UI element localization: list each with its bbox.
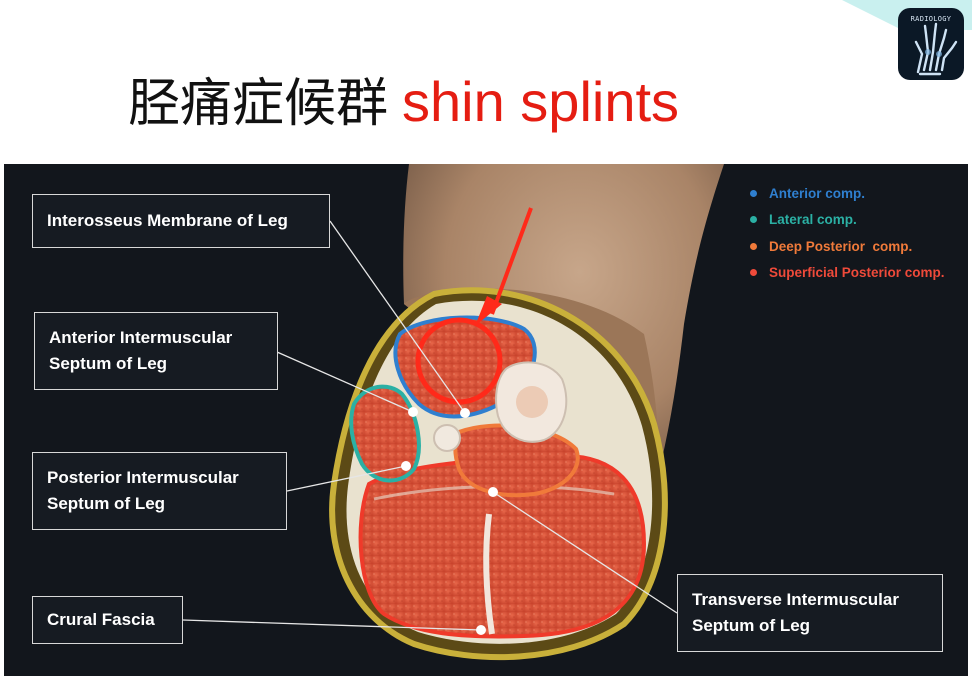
pointer-dot-crural-fascia bbox=[476, 625, 486, 635]
pointer-dot-interosseus bbox=[460, 408, 470, 418]
title-chinese: 胫痛症候群 bbox=[128, 74, 389, 134]
legend-item-anterior: Anterior comp. bbox=[750, 180, 945, 207]
anatomy-figure: Interosseus Membrane of Leg Anterior Int… bbox=[4, 164, 968, 676]
label-crural-fascia: Crural Fascia bbox=[32, 596, 183, 644]
label-crural-text: Crural Fascia bbox=[47, 610, 155, 629]
pointer-dot-posterior-septum bbox=[401, 461, 411, 471]
label-posterior-line1: Posterior Intermuscular bbox=[47, 468, 239, 487]
legend-item-superficial-posterior: Superficial Posterior comp. bbox=[750, 260, 945, 287]
label-anterior-line1: Anterior Intermuscular bbox=[49, 328, 233, 347]
legend-label-superficial-posterior: Superficial Posterior comp. bbox=[769, 265, 945, 281]
label-anterior-line2: Septum of Leg bbox=[49, 354, 168, 373]
legend-item-lateral: Lateral comp. bbox=[750, 207, 945, 234]
label-anterior-septum: Anterior Intermuscular Septum of Leg bbox=[34, 312, 278, 390]
radiology-logo: RADIOLOGY bbox=[898, 8, 964, 80]
hand-xray-icon bbox=[914, 22, 958, 76]
legend-dot-deep-posterior bbox=[750, 242, 757, 250]
label-posterior-line2: Septum of Leg bbox=[47, 494, 166, 513]
lateral-region bbox=[349, 384, 421, 483]
label-interosseus-membrane: Interosseus Membrane of Leg bbox=[32, 194, 330, 248]
legend-dot-lateral bbox=[750, 216, 757, 224]
fibula-bone bbox=[433, 424, 461, 452]
legend-label-anterior: Anterior comp. bbox=[769, 185, 866, 201]
red-arrow bbox=[490, 207, 533, 315]
pointer-dot-transverse-septum bbox=[488, 487, 498, 497]
legend-label-deep-posterior: Deep Posterior comp. bbox=[769, 238, 913, 254]
label-transverse-line2: Septum of Leg bbox=[692, 616, 811, 635]
highlight-circle bbox=[415, 317, 503, 405]
logo-text: RADIOLOGY bbox=[910, 15, 952, 23]
legend-dot-anterior bbox=[750, 189, 757, 197]
pointer-dot-anterior-septum bbox=[408, 407, 418, 417]
label-transverse-septum: Transverse Intermuscular Septum of Leg bbox=[677, 574, 943, 652]
compartment-legend: Anterior comp. Lateral comp. Deep Poster… bbox=[750, 180, 945, 286]
legend-item-deep-posterior: Deep Posterior comp. bbox=[750, 233, 945, 260]
legend-label-lateral: Lateral comp. bbox=[769, 212, 857, 228]
legend-dot-superficial-posterior bbox=[750, 269, 757, 277]
label-posterior-septum: Posterior Intermuscular Septum of Leg bbox=[32, 452, 287, 530]
leg-cross-section-illustration bbox=[182, 164, 724, 661]
label-transverse-line1: Transverse Intermuscular bbox=[692, 590, 899, 609]
label-interosseus-text: Interosseus Membrane of Leg bbox=[47, 211, 288, 230]
title-english: shin splints bbox=[402, 70, 680, 133]
